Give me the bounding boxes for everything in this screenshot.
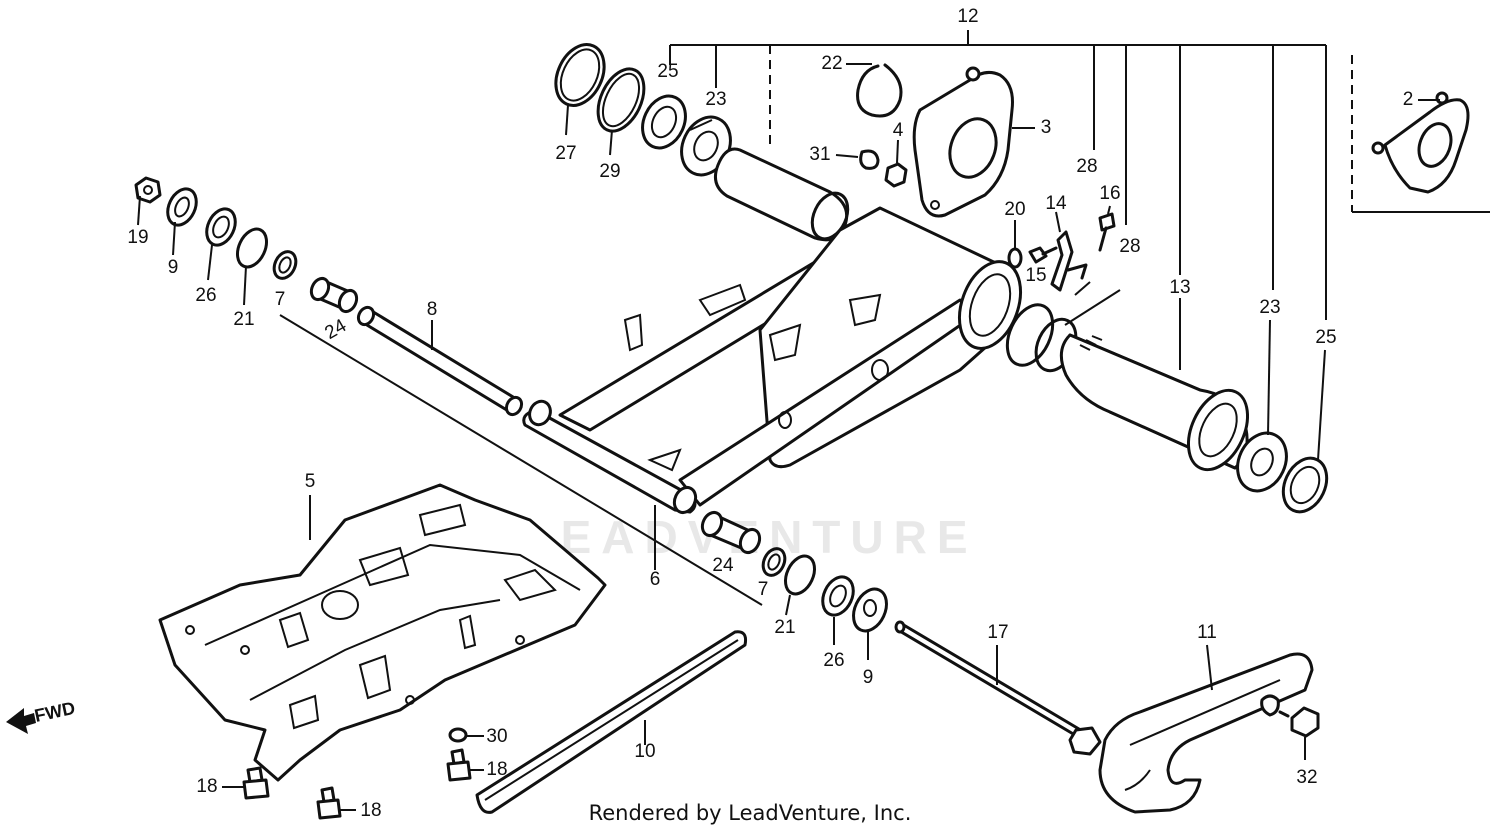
dust-seal-25-upper <box>641 94 687 150</box>
nut-4 <box>884 139 908 188</box>
cover-plate-3 <box>912 66 1035 218</box>
dust-seal-25-lower <box>1281 349 1329 514</box>
bolt-32 <box>1278 706 1320 760</box>
callout-8: 8 <box>427 299 438 320</box>
pivot-bolt-17 <box>894 620 1102 756</box>
nut-19 <box>134 176 162 226</box>
callout-11: 11 <box>1197 622 1217 643</box>
callout-16: 16 <box>1099 183 1120 204</box>
callout-3: 3 <box>1041 117 1052 138</box>
credit-text: Rendered by LeadVenture, Inc. <box>589 801 912 825</box>
forward-direction-arrow: FWD <box>6 698 77 734</box>
callout-20: 20 <box>1004 199 1025 220</box>
o-ring-21-upper <box>235 227 269 306</box>
fwd-label: FWD <box>33 698 77 726</box>
washer-20 <box>1007 220 1023 269</box>
seal-7-upper <box>272 250 298 280</box>
callout-7-lower: 7 <box>758 579 769 600</box>
bearing-23-lower <box>1236 319 1288 493</box>
washer-9-upper <box>166 187 198 256</box>
swingarm-6 <box>522 206 1022 570</box>
callout-26-upper: 26 <box>195 285 216 306</box>
callout-17: 17 <box>987 622 1008 643</box>
callout-7-upper: 7 <box>275 289 286 310</box>
o-ring-27 <box>554 43 606 136</box>
clip-31 <box>835 149 880 170</box>
bolt-18-bottom <box>316 786 356 820</box>
cover-plate-2 <box>1371 91 1470 194</box>
callout-18-left: 18 <box>196 776 217 797</box>
circlip-22 <box>846 63 903 118</box>
callout-4: 4 <box>893 120 904 141</box>
callout-12: 12 <box>957 6 978 27</box>
callout-10: 10 <box>634 741 655 762</box>
callout-9-upper: 9 <box>168 257 179 278</box>
bolt-15 <box>1028 246 1058 264</box>
pivot-sleeve-13 <box>1059 298 1250 472</box>
group-12-bracket <box>669 30 1327 320</box>
callout-31: 31 <box>809 144 830 165</box>
skid-plate-5 <box>158 483 607 782</box>
callout-26-lower: 26 <box>823 650 844 671</box>
callout-19: 19 <box>127 227 148 248</box>
callout-18-middle: 18 <box>486 759 507 780</box>
pipe-8 <box>356 305 524 417</box>
pivot-collar <box>714 147 850 242</box>
callout-25-lower: 25 <box>1315 327 1336 348</box>
seal-7-lower <box>761 547 787 577</box>
callout-18-bottom: 18 <box>360 800 381 821</box>
bushing-24-upper <box>309 276 359 314</box>
callout-9-lower: 9 <box>863 667 874 688</box>
callout-27: 27 <box>555 143 576 164</box>
pivot-axis-line <box>279 314 763 606</box>
callout-29: 29 <box>599 161 620 182</box>
o-ring-29 <box>596 67 646 156</box>
callout-24-lower: 24 <box>712 555 734 576</box>
callout-24-upper: 24 <box>321 315 350 344</box>
callout-21-upper: 21 <box>233 309 254 330</box>
callout-23-upper: 23 <box>705 89 726 110</box>
bolt-18-middle <box>446 748 484 782</box>
callout-labels: 12 25 23 27 29 22 3 4 31 2 28 28 16 14 2… <box>127 6 1413 821</box>
callout-13: 13 <box>1169 277 1190 298</box>
callout-5: 5 <box>305 471 316 492</box>
group-2-bracket <box>1351 55 1490 213</box>
bolt-16 <box>1098 205 1116 252</box>
callout-28-lower: 28 <box>1119 236 1140 257</box>
callout-32: 32 <box>1296 767 1317 788</box>
washer-26-upper <box>205 207 237 281</box>
callout-14: 14 <box>1045 193 1067 214</box>
chain-slider-10 <box>475 630 747 814</box>
o-ring-21-lower <box>783 554 817 616</box>
callout-22: 22 <box>821 53 842 74</box>
callout-30: 30 <box>486 726 507 747</box>
bracket-14 <box>1050 211 1088 292</box>
callout-23-lower: 23 <box>1259 297 1280 318</box>
callout-2: 2 <box>1403 89 1414 110</box>
washer-9-lower <box>852 587 888 660</box>
washer-30 <box>448 727 484 743</box>
washer-26-lower <box>821 575 855 645</box>
chain-guard-11 <box>1098 644 1314 814</box>
callout-15: 15 <box>1025 265 1046 286</box>
callout-28-upper: 28 <box>1076 156 1097 177</box>
bushing-24-lower <box>700 510 762 555</box>
bolt-18-left <box>222 766 270 800</box>
callout-21-lower: 21 <box>774 617 795 638</box>
callout-6: 6 <box>650 569 661 590</box>
callout-25-upper: 25 <box>657 61 678 82</box>
